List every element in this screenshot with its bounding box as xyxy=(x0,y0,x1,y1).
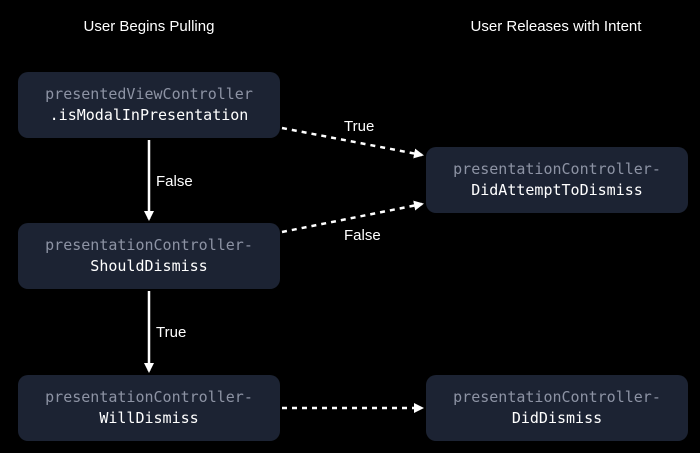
node-will-dismiss-line2: WillDismiss xyxy=(99,409,199,427)
node-should-dismiss-line1: presentationController- xyxy=(45,236,253,254)
label-should-dismiss-false: False xyxy=(344,227,381,244)
node-did-dismiss-line2: DidDismiss xyxy=(511,409,603,427)
node-did-dismiss: presentationController- DidDismiss xyxy=(426,375,688,441)
arrow-is-modal-to-did-attempt xyxy=(281,126,424,159)
label-should-dismiss-true: True xyxy=(156,324,186,341)
node-will-dismiss-line1: presentationController- xyxy=(45,388,253,406)
node-did-dismiss-line1: presentationController- xyxy=(453,388,661,406)
node-will-dismiss: presentationController- WillDismiss xyxy=(18,375,280,441)
heading-user-begins-pulling: User Begins Pulling xyxy=(83,18,215,35)
node-should-dismiss: presentationController- ShouldDismiss xyxy=(18,223,280,289)
node-should-dismiss-line2: ShouldDismiss xyxy=(90,257,208,275)
node-did-attempt-to-dismiss: presentationController- DidAttemptToDism… xyxy=(426,147,688,213)
node-is-modal-line1: presentedViewController xyxy=(45,85,253,103)
label-is-modal-true: True xyxy=(344,118,374,135)
node-did-attempt-line1: presentationController- xyxy=(453,160,661,178)
node-did-attempt-line2: DidAttemptToDismiss xyxy=(471,181,643,199)
arrow-should-dismiss-to-did-attempt xyxy=(281,200,424,234)
heading-user-releases-with-intent: User Releases with Intent xyxy=(470,18,642,35)
node-is-modal-in-presentation: presentedViewController .isModalInPresen… xyxy=(18,72,280,138)
node-is-modal-line2: .isModalInPresentation xyxy=(49,106,249,124)
label-is-modal-false: False xyxy=(156,173,193,190)
